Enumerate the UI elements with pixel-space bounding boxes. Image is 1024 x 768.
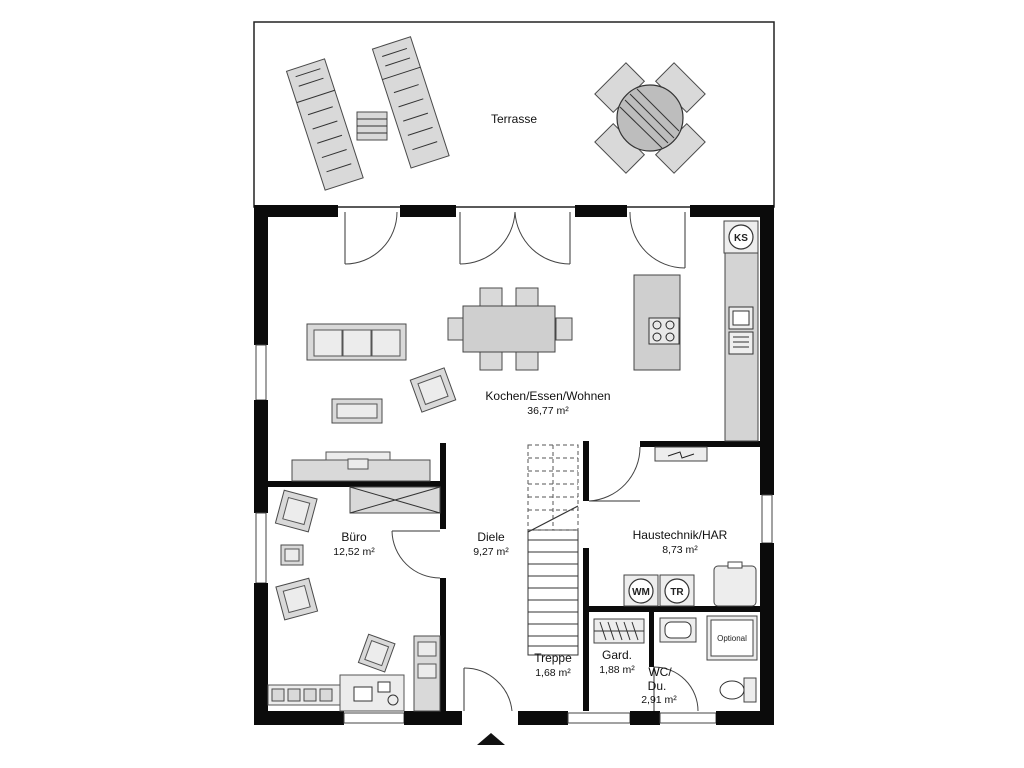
room-label-diele: Diele xyxy=(477,530,505,544)
room-area-treppe: 1,68 m² xyxy=(535,667,571,679)
terrace-dining-set xyxy=(594,62,706,174)
room-area-buero: 12,52 m² xyxy=(333,546,375,558)
window-bottom-wc xyxy=(659,712,717,724)
heating-unit xyxy=(713,561,757,607)
washing-machine: WM xyxy=(623,574,659,607)
room-label-buero: Büro xyxy=(341,530,367,544)
sun-lounger-right xyxy=(371,36,450,169)
room-area-wc: 2,91 m² xyxy=(641,694,677,706)
window-bottom-office xyxy=(343,712,405,724)
kitchen-counter xyxy=(724,252,759,442)
office-chair xyxy=(357,633,396,673)
sideboard xyxy=(291,451,431,482)
room-area-diele: 9,27 m² xyxy=(473,546,509,558)
room-label-treppe: Treppe xyxy=(534,651,572,665)
wall-bottom-4 xyxy=(630,711,660,725)
room-label-haustechnik: Haustechnik/HAR xyxy=(633,528,728,542)
wall-left-2 xyxy=(254,400,268,513)
armchair xyxy=(409,367,457,413)
dryer-label: TR xyxy=(670,587,684,598)
wall-office-top xyxy=(268,481,446,487)
optional-label: Optional xyxy=(717,634,747,643)
washing-machine-label: WM xyxy=(632,587,650,598)
wall-left-1 xyxy=(254,205,268,345)
sun-lounger-left xyxy=(285,58,364,191)
wall-top-4 xyxy=(690,205,774,217)
wall-har-bottom xyxy=(583,606,760,612)
wall-right-1 xyxy=(760,205,774,495)
fridge-label: KS xyxy=(734,233,748,244)
office-desk xyxy=(339,674,405,712)
entrance-door[interactable] xyxy=(463,667,513,712)
wall-office-right-2 xyxy=(440,578,446,711)
wall-right-2 xyxy=(760,543,774,725)
wall-office-right-1 xyxy=(440,443,446,529)
fridge-badge: KS xyxy=(723,220,759,254)
wall-bottom-3 xyxy=(518,711,568,725)
staircase xyxy=(527,444,579,656)
electrical-panel xyxy=(654,446,708,462)
wall-bottom-2 xyxy=(404,711,462,725)
office-cabinet xyxy=(349,486,441,514)
dryer: TR xyxy=(659,574,695,607)
wall-har-left-2 xyxy=(583,548,589,711)
office-cupboard xyxy=(413,635,441,712)
window-left-living xyxy=(255,344,267,401)
wall-bottom-5 xyxy=(716,711,774,725)
wall-top-2 xyxy=(400,205,456,217)
room-label-kochen: Kochen/Essen/Wohnen xyxy=(485,389,610,403)
office-armchair-top xyxy=(274,489,318,533)
laptop-icon xyxy=(353,681,399,706)
office-door[interactable] xyxy=(391,530,441,579)
room-label-wc-1: WC/ xyxy=(648,665,672,679)
wall-top-3 xyxy=(575,205,627,217)
wall-har-top xyxy=(640,441,760,447)
stove-icon xyxy=(648,317,680,345)
wardrobe-rail xyxy=(593,618,645,644)
wc-door[interactable] xyxy=(653,666,699,712)
office-shelf xyxy=(267,684,341,706)
sink-icon xyxy=(728,306,754,355)
terrace-door-center[interactable] xyxy=(459,211,571,265)
wall-wc-left xyxy=(649,612,654,667)
dining-table xyxy=(447,287,573,371)
optional-shower: Optional xyxy=(706,615,758,661)
window-left-office xyxy=(255,512,267,584)
kitchen-island xyxy=(633,274,681,371)
toilet xyxy=(719,677,757,703)
terrace-door-left[interactable] xyxy=(344,211,398,265)
wall-har-left-1 xyxy=(583,441,589,501)
window-right-har xyxy=(761,494,773,544)
room-area-kochen: 36,77 m² xyxy=(527,405,569,417)
wall-bottom-1 xyxy=(254,711,344,725)
window-bottom-garderobe xyxy=(567,712,631,724)
room-label-terrasse: Terrasse xyxy=(491,112,537,126)
sofa xyxy=(306,323,407,361)
wall-left-3 xyxy=(254,583,268,725)
entrance-arrow-icon xyxy=(477,733,505,745)
terrace-door-right[interactable] xyxy=(629,211,686,269)
room-area-gard: 1,88 m² xyxy=(599,664,635,676)
room-label-gard: Gard. xyxy=(602,648,632,662)
wc-sink xyxy=(659,617,697,643)
har-door[interactable] xyxy=(588,446,641,502)
room-area-haustechnik: 8,73 m² xyxy=(662,544,698,556)
room-label-wc-2: Du. xyxy=(648,679,667,693)
office-armchair-bottom xyxy=(275,577,319,621)
wall-top-1 xyxy=(254,205,338,217)
